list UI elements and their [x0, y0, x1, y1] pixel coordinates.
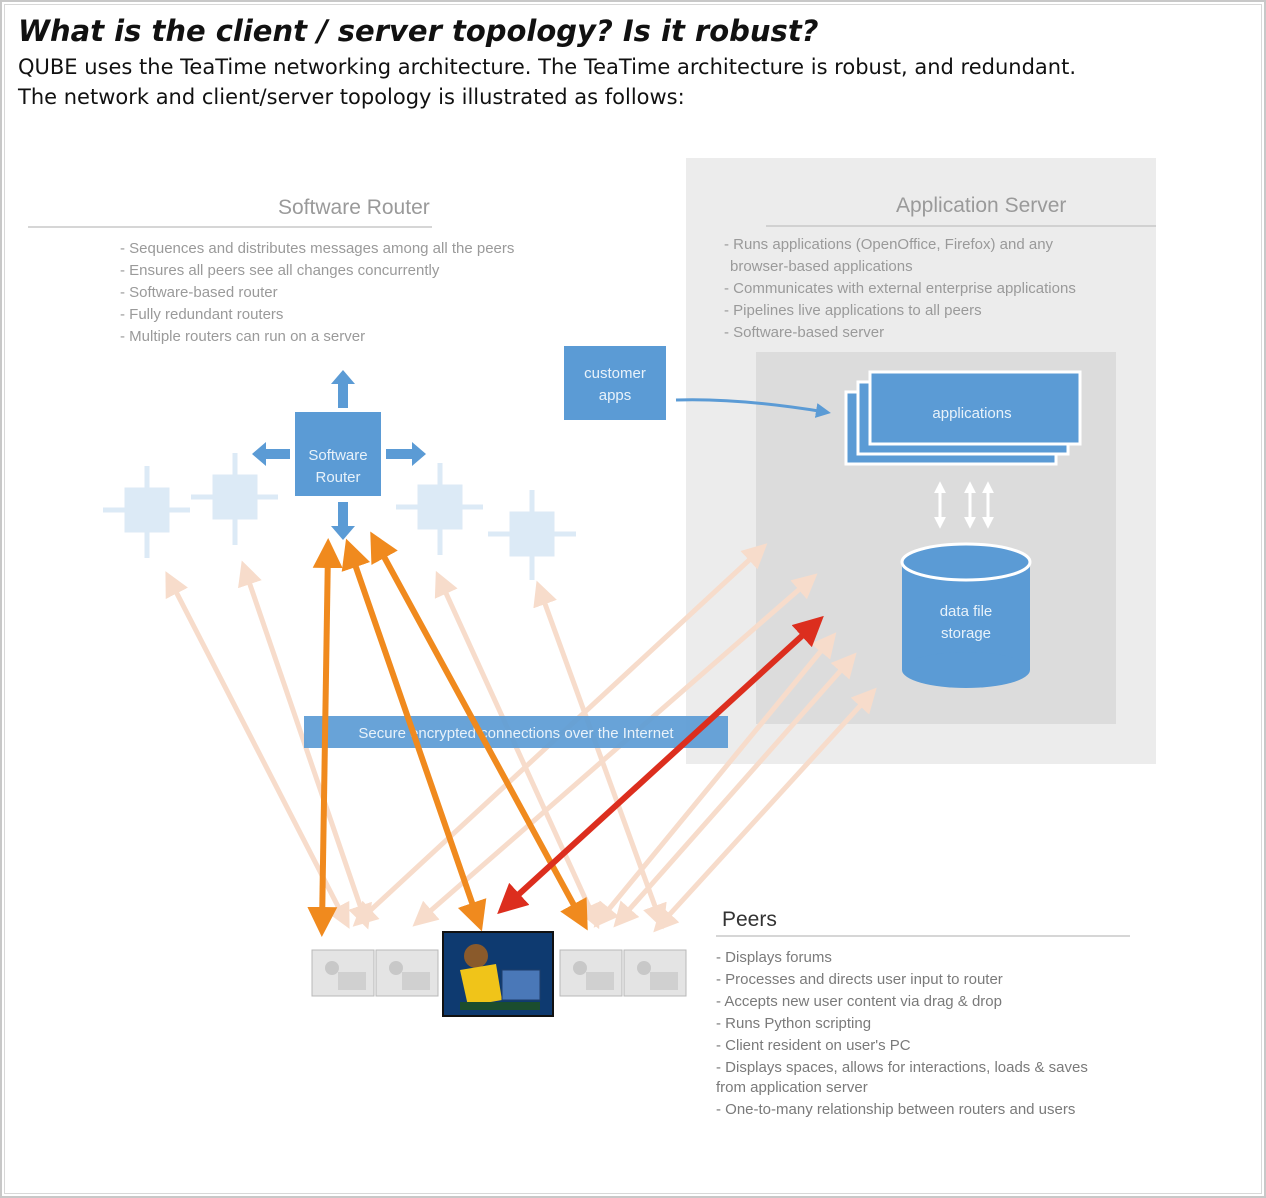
peer-computer-icon — [623, 949, 687, 997]
data-flow-arrows — [934, 481, 994, 529]
peer-computer-active-icon — [442, 931, 554, 1017]
peers-bullet-4: - Runs Python scripting — [716, 1015, 871, 1032]
software-router-node: Software Router — [252, 370, 426, 540]
faq-answer: QUBE uses the TeaTime networking archite… — [18, 55, 1077, 109]
peers-bullet-2: - Processes and directs user input to ro… — [716, 971, 1003, 988]
software-router-box-label-2: Router — [315, 469, 360, 486]
peers-bullet-3: - Accepts new user content via drag & dr… — [716, 993, 1002, 1010]
arrow-down-icon — [331, 502, 355, 540]
server-bullet-4: - Pipelines live applications to all pee… — [724, 302, 982, 319]
faded-router-node — [396, 463, 483, 555]
faded-router-node — [103, 466, 190, 558]
faq-frame-inner — [4, 4, 1262, 1194]
storage-label-2: storage — [941, 625, 991, 642]
software-router-title: Software Router — [278, 196, 430, 219]
peer-computer-icon — [375, 949, 439, 997]
router-bullet-3: - Software-based router — [120, 284, 278, 301]
topology-svg: Software Router - Sequences and distribu… — [28, 158, 1156, 1118]
software-router-box-label-1: Software — [308, 447, 367, 464]
arrow-up-icon — [331, 370, 355, 408]
faq-question: What is the client / server topology? Is… — [18, 14, 819, 48]
application-server-title: Application Server — [896, 194, 1066, 217]
server-bullet-3: - Communicates with external enterprise … — [724, 280, 1076, 297]
arrow-right-icon — [386, 442, 426, 466]
server-bullet-5: - Software-based server — [724, 324, 884, 341]
server-bullet-2: browser-based applications — [730, 258, 913, 275]
storage-label-1: data file — [940, 603, 993, 620]
customer-apps-label-1: customer — [584, 365, 646, 382]
data-storage-cylinder: data file storage — [900, 542, 1032, 688]
peer-computer-icon — [559, 949, 623, 997]
arrow-left-icon — [252, 442, 290, 466]
peers-bullet-5: - Client resident on user's PC — [716, 1037, 911, 1054]
peers-bullet-6: - Displays spaces, allows for interactio… — [716, 1059, 1088, 1076]
customer-apps-arrow — [675, 398, 831, 418]
customer-apps-label-2: apps — [599, 387, 632, 404]
applications-label: applications — [932, 405, 1011, 422]
router-bullet-5: - Multiple routers can run on a server — [120, 328, 365, 345]
faded-router-node — [191, 453, 278, 545]
peers-bullet-1: - Displays forums — [716, 949, 832, 966]
router-bullet-4: - Fully redundant routers — [120, 306, 283, 323]
peer-computers — [311, 931, 687, 1017]
server-bullet-1: - Runs applications (OpenOffice, Firefox… — [724, 236, 1054, 253]
faded-router-node — [488, 490, 576, 580]
peers-bullet-7: from application server — [716, 1079, 868, 1096]
peer-computer-icon — [311, 949, 375, 997]
router-bullet-2: - Ensures all peers see all changes conc… — [120, 262, 440, 279]
customer-apps-box: customer apps — [564, 346, 666, 420]
router-bullet-1: - Sequences and distributes messages amo… — [120, 240, 514, 257]
peers-title: Peers — [722, 908, 777, 931]
connection-banner-label: Secure encrypted connections over the In… — [358, 725, 674, 742]
topology-diagram: Software Router - Sequences and distribu… — [20, 150, 1180, 1130]
applications-stack: applications — [844, 370, 1082, 466]
peers-bullet-8: - One-to-many relationship between route… — [716, 1101, 1075, 1118]
highlighted-connection-arrows — [307, 531, 824, 937]
